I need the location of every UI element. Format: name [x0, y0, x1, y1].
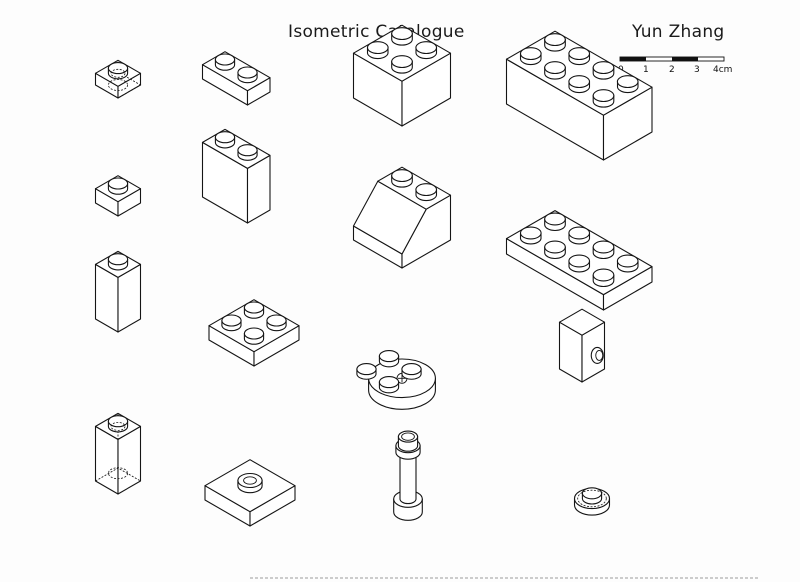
round-plate-1x1: [573, 487, 611, 516]
lever-stick: [393, 430, 423, 521]
round-plate-2x2: [356, 350, 436, 410]
plate-1x1: [94, 175, 142, 217]
plate-1x2: [201, 51, 271, 106]
brick-1x1-side-stud: [558, 308, 606, 383]
pieces-layer: [94, 24, 653, 527]
plate-2x2: [208, 299, 300, 367]
jumper-plate-2x2: [204, 459, 296, 527]
brick-1x1: [94, 250, 142, 333]
brick-1x2: [201, 128, 271, 224]
author-name: Yun Zhang: [632, 22, 725, 42]
scale-tick-label: 2: [669, 65, 675, 75]
transparent-brick-1x1: [94, 412, 142, 495]
scale-bar: 0 1 2 3 4cm: [618, 56, 732, 75]
scale-tick-label: 1: [643, 65, 649, 75]
scale-tick-label: 4cm: [713, 65, 732, 75]
transparent-plate-1x1: [94, 59, 142, 99]
brick-2x2: [352, 24, 452, 127]
plate-2x4: [505, 210, 653, 311]
slope-2x2: [352, 166, 452, 269]
scale-tick-label: 3: [694, 65, 700, 75]
brick-2x4: [505, 30, 653, 161]
